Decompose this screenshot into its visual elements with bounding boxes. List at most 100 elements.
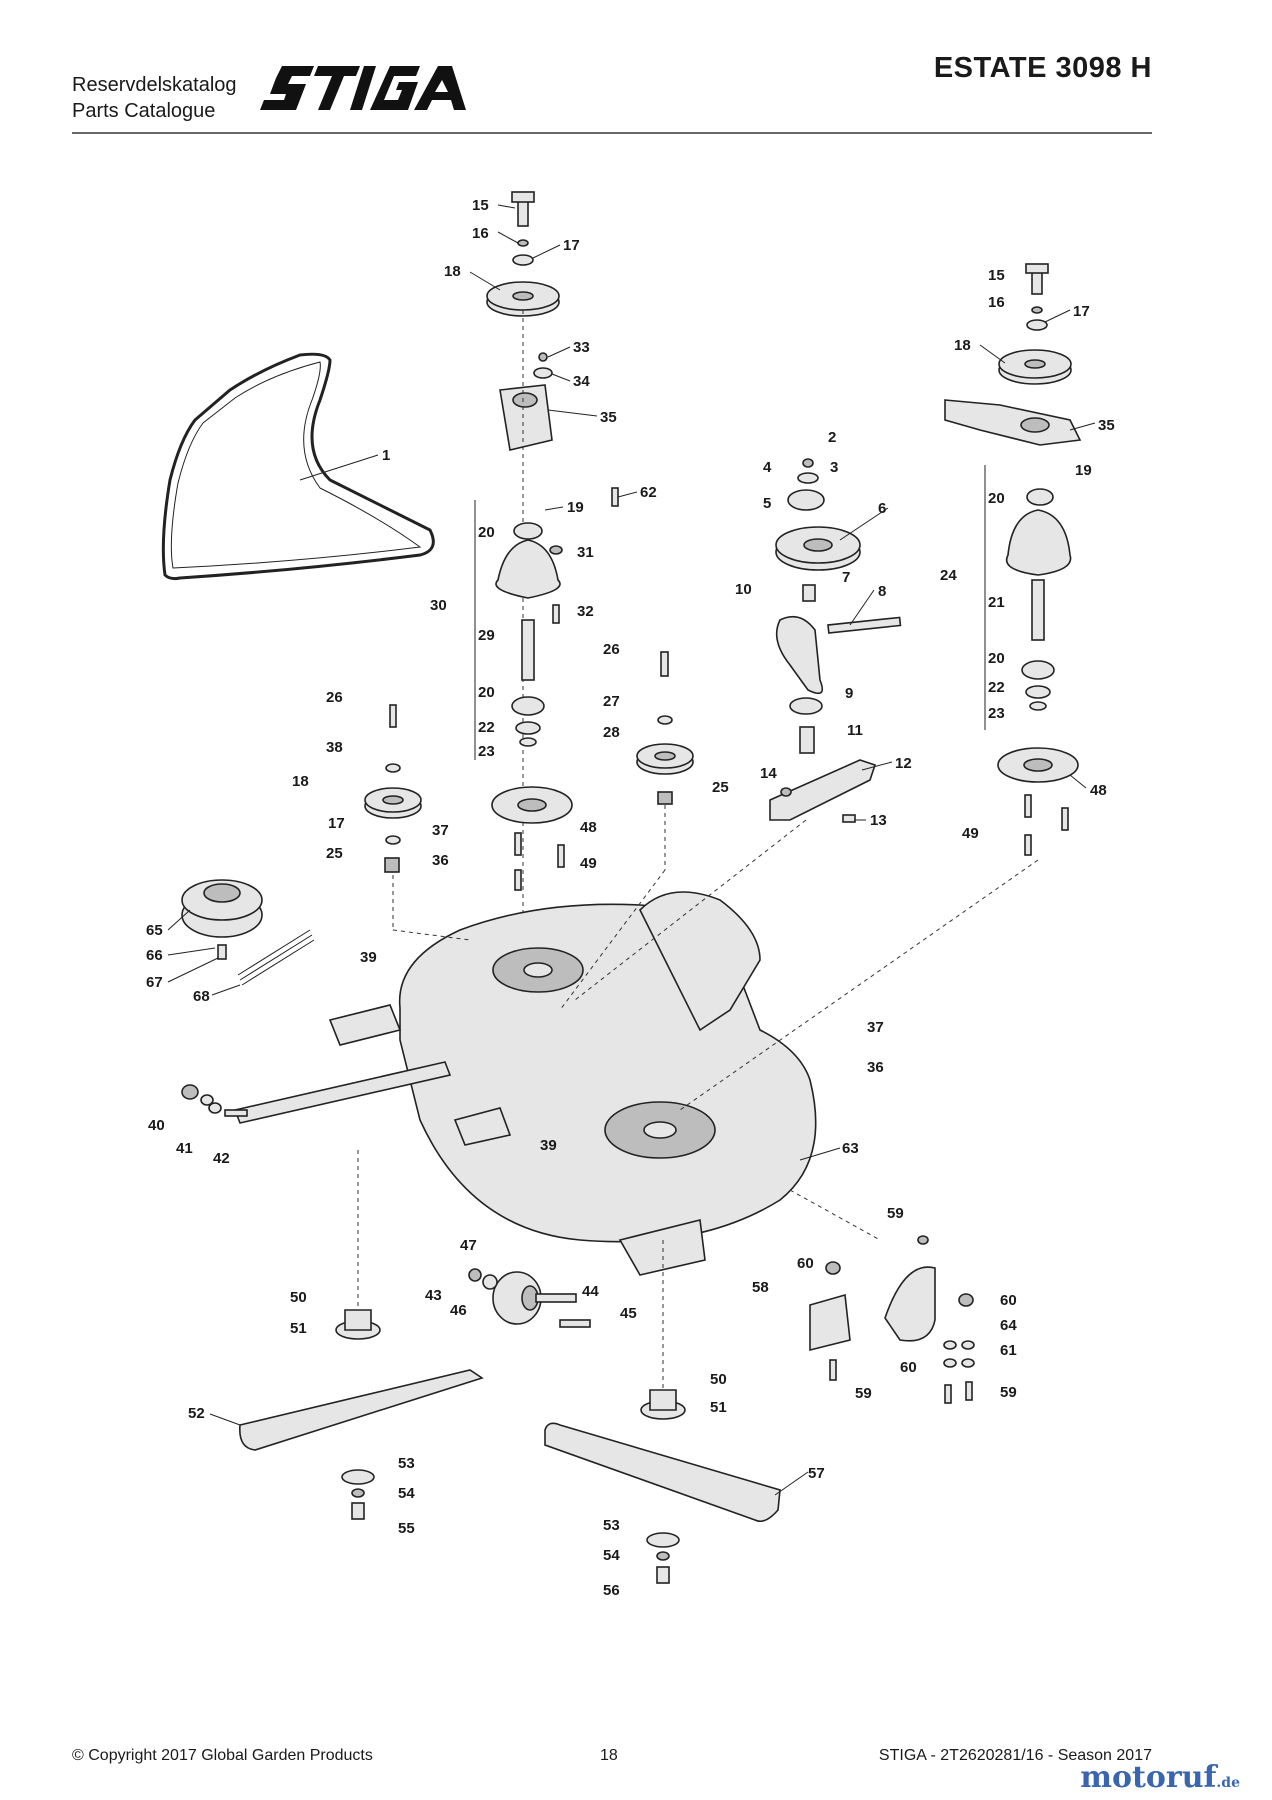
callout-5: 5 [763, 495, 771, 512]
assembly-guide-lines [357, 465, 1039, 1390]
callout-57: 57 [808, 1465, 825, 1482]
callout-2: 2 [828, 429, 836, 446]
callout-60b: 60 [1000, 1292, 1017, 1309]
callout-8: 8 [878, 583, 886, 600]
centre-spindle-assembly [486, 191, 619, 1100]
callout-67: 67 [146, 974, 163, 991]
callout-10: 10 [735, 581, 752, 598]
callout-22: 22 [478, 719, 495, 736]
callout-20c: 20 [988, 490, 1005, 507]
callout-53b: 53 [603, 1517, 620, 1534]
callout-51b: 51 [710, 1399, 727, 1416]
catalogue-label-en: Parts Catalogue [72, 100, 216, 122]
callout-54b: 54 [603, 1547, 620, 1564]
callout-27: 27 [603, 693, 620, 710]
callout-60c: 60 [900, 1359, 917, 1376]
callout-61: 61 [1000, 1342, 1017, 1359]
callout-68: 68 [193, 988, 210, 1005]
callout-26b: 26 [603, 641, 620, 658]
drive-belt [161, 352, 435, 581]
callout-16b: 16 [988, 294, 1005, 311]
callout-50b: 50 [710, 1371, 727, 1388]
callout-36b: 36 [867, 1059, 884, 1076]
callout-50: 50 [290, 1289, 307, 1306]
catalogue-heading: Reservdelskatalog Parts Catalogue [72, 72, 237, 124]
callout-7: 7 [842, 569, 850, 586]
watermark-tld: .de [1216, 1775, 1240, 1791]
callout-20: 20 [478, 524, 495, 541]
callout-59: 59 [887, 1205, 904, 1222]
callout-20d: 20 [988, 650, 1005, 667]
callout-65: 65 [146, 922, 163, 939]
callout-56: 56 [603, 1582, 620, 1599]
callout-48b: 48 [1090, 782, 1107, 799]
centre-idler-pulley [636, 651, 694, 870]
header-divider [72, 132, 1152, 134]
stiga-logo [260, 66, 466, 110]
callout-17c: 17 [1073, 303, 1090, 320]
callout-15: 15 [472, 197, 489, 214]
callout-47: 47 [460, 1237, 477, 1254]
callout-60: 60 [797, 1255, 814, 1272]
callout-labels: 1 2 3 4 5 6 7 8 9 10 11 12 13 14 15 16 1… [146, 197, 1115, 1599]
callout-4: 4 [763, 459, 772, 476]
callout-15b: 15 [988, 267, 1005, 284]
callout-30: 30 [430, 597, 447, 614]
callout-59b: 59 [855, 1385, 872, 1402]
callout-25: 25 [326, 845, 343, 862]
callout-35: 35 [600, 409, 617, 426]
callout-36: 36 [432, 852, 449, 869]
callout-58: 58 [752, 1279, 769, 1296]
cutting-blades [238, 1309, 781, 1584]
callout-35b: 35 [1098, 417, 1115, 434]
callout-23: 23 [478, 743, 495, 760]
callout-18c: 18 [954, 337, 971, 354]
callout-66: 66 [146, 947, 163, 964]
callout-42: 42 [213, 1150, 230, 1167]
left-idler-pulley [364, 704, 422, 930]
callout-23b: 23 [988, 705, 1005, 722]
callout-40: 40 [148, 1117, 165, 1134]
callout-62: 62 [640, 484, 657, 501]
callout-1: 1 [382, 447, 390, 464]
callout-24: 24 [940, 567, 957, 584]
callout-14: 14 [760, 765, 777, 782]
guide-roller [468, 1268, 591, 1328]
cutting-deck [328, 891, 817, 1276]
callout-29: 29 [478, 627, 495, 644]
callout-19b: 19 [1075, 462, 1092, 479]
exploded-parts-diagram: 1 2 3 4 5 6 7 8 9 10 11 12 13 14 15 16 1… [146, 191, 1115, 1599]
callout-32: 32 [577, 603, 594, 620]
callout-18: 18 [444, 263, 461, 280]
callout-3: 3 [830, 459, 838, 476]
callout-17b: 17 [328, 815, 345, 832]
callout-46: 46 [450, 1302, 467, 1319]
callout-53: 53 [398, 1455, 415, 1472]
footer-page-number: 18 [600, 1747, 618, 1764]
callout-55: 55 [398, 1520, 415, 1537]
callout-38: 38 [326, 739, 343, 756]
callout-51: 51 [290, 1320, 307, 1337]
callout-41: 41 [176, 1140, 193, 1157]
callout-21: 21 [988, 594, 1005, 611]
callout-43: 43 [425, 1287, 442, 1304]
footer-document-reference: STIGA - 2T2620281/16 - Season 2017 [878, 1747, 1152, 1764]
callout-12: 12 [895, 755, 912, 772]
catalogue-label-sv: Reservdelskatalog [72, 74, 237, 96]
callout-39: 39 [360, 949, 377, 966]
callout-39b: 39 [540, 1137, 557, 1154]
callout-64: 64 [1000, 1317, 1017, 1334]
motoruf-watermark[interactable]: motoruf.de [1080, 1760, 1240, 1795]
callout-13: 13 [870, 812, 887, 829]
callout-17: 17 [563, 237, 580, 254]
side-brackets [809, 1235, 975, 1404]
callout-11: 11 [847, 722, 863, 739]
model-title: ESTATE 3098 H [933, 52, 1152, 84]
callout-28: 28 [603, 724, 620, 741]
callout-63: 63 [842, 1140, 859, 1157]
callout-22b: 22 [988, 679, 1005, 696]
pto-clutch-assembly [181, 879, 315, 986]
callout-59c: 59 [1000, 1384, 1017, 1401]
callout-31: 31 [577, 544, 594, 561]
footer-copyright: © Copyright 2017 Global Garden Products [72, 1747, 373, 1764]
